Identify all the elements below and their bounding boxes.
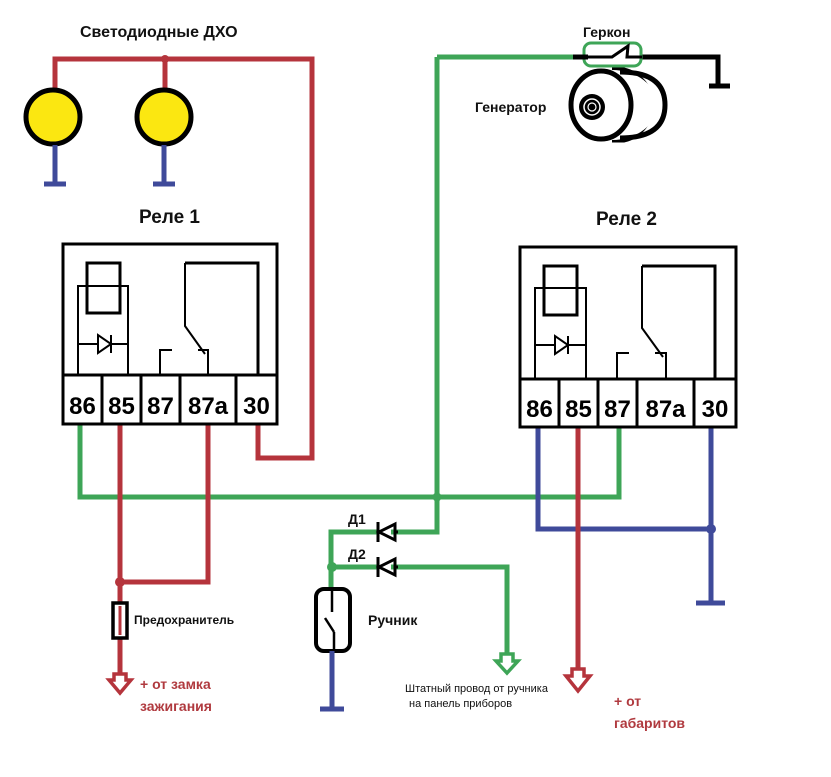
relay-pin-85: 85: [100, 375, 135, 424]
reed-switch-icon: [582, 41, 643, 68]
handbrake-switch-icon: [314, 587, 352, 712]
drl-wiring: [23, 55, 315, 461]
relay-pin-30: 30: [234, 375, 270, 424]
relay-pin-label: 87а: [188, 393, 229, 420]
coil-icon: [85, 261, 122, 315]
relay-1: Реле 1 86 85 87 87а 30: [61, 207, 279, 426]
diagram-title: Светодиодные ДХО: [80, 24, 238, 41]
diode-d2-icon: [375, 556, 398, 578]
reed-switch-label: Геркон: [583, 24, 630, 40]
green-wiring: [77, 54, 622, 676]
diode1-label: Д1: [348, 511, 366, 527]
handbrake-label: Ручник: [368, 612, 418, 628]
dashboard-label-line2: на панель приборов: [409, 698, 512, 710]
relay1-power-wire: [117, 425, 211, 585]
relay-pin-30: 30: [692, 379, 729, 427]
drl-lamp-left-icon: [23, 87, 83, 147]
ignition-wiring: [105, 425, 211, 696]
relay-pin-87а: 87а: [635, 379, 686, 427]
relay-pin-87а: 87а: [178, 375, 229, 424]
relay-pin-87: 87: [596, 379, 631, 427]
relay-pin-label: 86: [69, 393, 96, 420]
contact-87-icon: [159, 349, 172, 375]
drl-feed-wire: [52, 56, 315, 461]
dashboard-wire: [391, 564, 510, 655]
contact-87-icon: [616, 352, 629, 379]
relay-pin-label: 87: [604, 396, 631, 423]
relay-diode-icon: [97, 333, 113, 355]
drl-lamp-right-icon: [134, 87, 194, 147]
switch-arm-icon: [184, 263, 206, 355]
relay-pin-label: 86: [526, 396, 553, 423]
relay-pin-label: 87: [147, 393, 174, 420]
generator-assembly: Геркон Генератор: [475, 24, 730, 143]
ignition-label-line2: зажигания: [140, 698, 212, 714]
relay2-title: Реле 2: [596, 209, 657, 230]
dashboard-arrow-icon: [492, 652, 522, 676]
relay-2: Реле 2 86 85 87 87а 30: [518, 209, 738, 429]
switch-arm-icon: [641, 266, 664, 358]
junction-dot: [706, 524, 716, 534]
parking-label-line1: + от: [614, 693, 641, 709]
relay-pin-label: 30: [243, 393, 270, 420]
reed-contact-icon: [585, 42, 642, 59]
junction-dot: [161, 55, 169, 63]
coil-icon: [542, 264, 579, 317]
junction-dot: [327, 562, 337, 572]
fuse-label: Предохранитель: [134, 613, 234, 627]
diode-d1-icon: [375, 521, 398, 543]
relay-pin-label: 87а: [645, 396, 686, 423]
diode1-wire: [328, 529, 377, 597]
diode2-label: Д2: [348, 546, 366, 562]
relay1-title: Реле 1: [139, 207, 200, 228]
ignition-label-line1: + от замка: [140, 676, 211, 692]
relay-pin-86: 86: [69, 393, 96, 420]
relay-pin-label: 85: [565, 396, 592, 423]
relay2-ground-wire: [535, 425, 711, 532]
parking-label-line2: габаритов: [614, 715, 685, 731]
relay-pin-label: 30: [702, 396, 729, 423]
relay2-wiring: [535, 425, 725, 694]
parking-arrow-icon: [562, 667, 594, 694]
relay-pin-85: 85: [557, 379, 592, 427]
ignition-arrow-icon: [105, 672, 135, 696]
generator-label: Генератор: [475, 99, 546, 115]
relay-pin-label: 85: [108, 393, 135, 420]
relay-pin-86: 86: [526, 396, 553, 423]
relay-pin-87: 87: [139, 375, 174, 424]
relay-control-wire: [77, 425, 622, 500]
dashboard-label-line1: Штатный провод от ручника: [405, 683, 549, 695]
relay-diode-icon: [554, 334, 570, 356]
